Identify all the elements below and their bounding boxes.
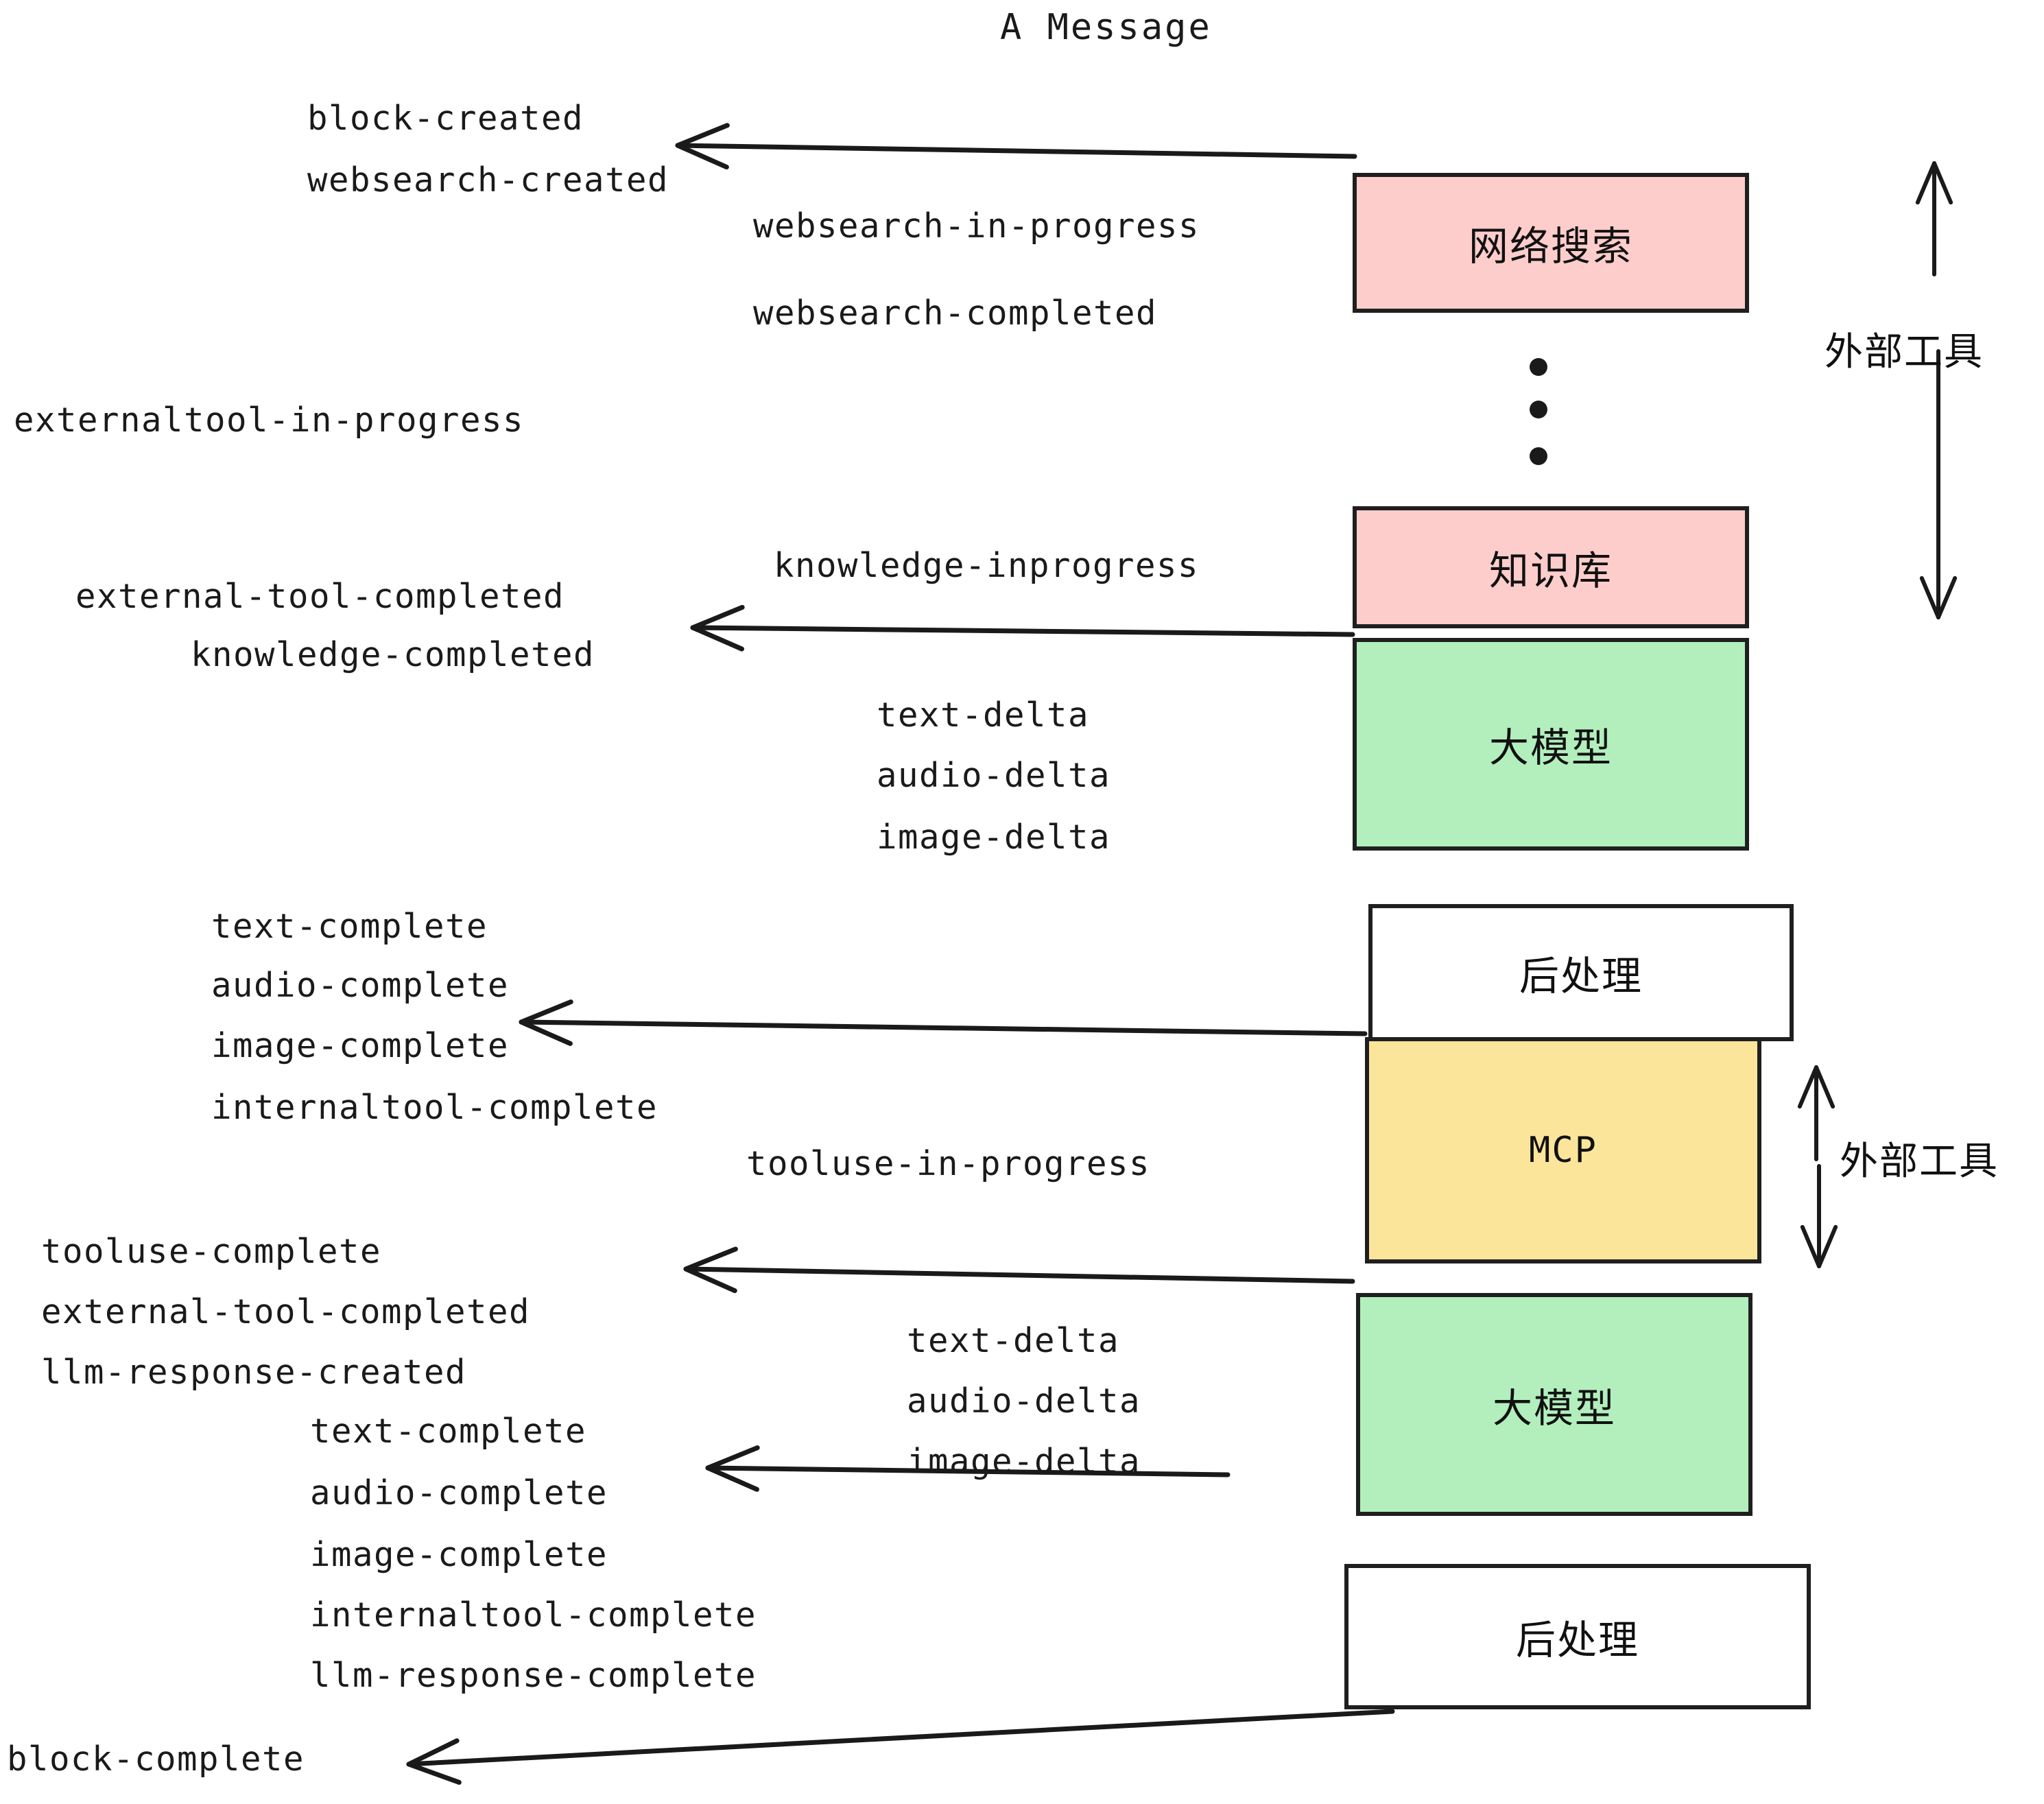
event-label-text-delta-1: text-delta: [877, 696, 1090, 735]
event-label-image-delta-1: image-delta: [877, 818, 1111, 857]
event-label-external-tool-completed-1: external-tool-completed: [75, 577, 565, 616]
group-label-external-tools-top: 外部工具: [1825, 330, 1984, 375]
external-tools-arrow-down-bottom-head: [1817, 1224, 1838, 1268]
event-label-external-tool-completed-2: external-tool-completed: [41, 1292, 531, 1331]
external-tools-arrow-down-top-head: [1936, 575, 1958, 619]
process-box-llm-top: 大模型: [1353, 638, 1749, 851]
process-box-post-top: 后处理: [1368, 904, 1794, 1041]
group-label-external-tools-bottom: 外部工具: [1840, 1139, 1999, 1184]
external-tools-arrow-down-bottom-head: [1800, 1224, 1821, 1268]
arrow-block-created-head: [675, 143, 729, 170]
page-title: A Message: [1000, 7, 1212, 48]
process-box-mcp: MCP: [1365, 1037, 1761, 1263]
event-label-image-complete-2: image-complete: [310, 1535, 608, 1574]
arrow-knowledge-done-head: [690, 625, 745, 652]
event-label-text-complete-1: text-complete: [211, 907, 488, 946]
event-label-llm-response-created: llm-response-created: [41, 1353, 467, 1392]
event-label-websearch-in-progress: websearch-in-progress: [753, 206, 1200, 246]
event-label-websearch-created: websearch-created: [307, 161, 669, 200]
external-tools-arrow-up-bottom-head: [1797, 1065, 1818, 1109]
event-label-knowledge-inprogress: knowledge-inprogress: [774, 546, 1200, 585]
arrow-block-complete-head: [406, 1738, 460, 1767]
arrow-block-created-line: [675, 143, 1357, 159]
arrow-block-complete-line: [406, 1709, 1395, 1767]
external-tools-arrow-up-bottom-head: [1814, 1065, 1835, 1109]
arrow-image-complete-head: [519, 1019, 573, 1046]
ellipsis-dot-1: [1530, 358, 1547, 376]
event-label-audio-complete-2: audio-complete: [310, 1473, 608, 1512]
event-label-knowledge-completed: knowledge-completed: [191, 635, 595, 674]
event-label-externaltool-in-progress: externaltool-in-progress: [14, 401, 525, 440]
event-label-image-delta-2: image-delta: [907, 1442, 1141, 1481]
event-label-websearch-completed: websearch-completed: [753, 294, 1158, 333]
arrow-image-complete-head: [519, 999, 573, 1025]
arrow-block-created-head: [675, 123, 730, 148]
event-label-text-complete-2: text-complete: [310, 1412, 587, 1451]
arrow-tooluse-complete-head: [683, 1266, 737, 1294]
external-tools-arrow-down-top-head: [1919, 575, 1940, 619]
arrow-knowledge-done-head: [690, 604, 745, 630]
event-label-audio-delta-1: audio-delta: [877, 756, 1111, 795]
process-box-websearch: 网络搜索: [1353, 173, 1749, 313]
event-label-text-delta-2: text-delta: [907, 1321, 1120, 1360]
arrow-tooluse-complete-line: [683, 1266, 1355, 1284]
event-label-audio-complete-1: audio-complete: [211, 966, 510, 1005]
event-label-block-complete: block-complete: [7, 1740, 305, 1779]
process-box-post-bottom: 后处理: [1344, 1564, 1811, 1709]
event-label-image-complete-1: image-complete: [211, 1026, 510, 1065]
ellipsis-dot-3: [1530, 447, 1547, 465]
event-label-audio-delta-2: audio-delta: [907, 1381, 1141, 1421]
arrow-block-complete-head: [406, 1761, 462, 1785]
external-tools-arrow-up-top-head: [1915, 161, 1936, 205]
event-label-tooluse-in-progress: tooluse-in-progress: [746, 1144, 1151, 1183]
event-label-llm-response-complete: llm-response-complete: [310, 1656, 757, 1695]
event-label-tooluse-complete: tooluse-complete: [41, 1232, 382, 1271]
arrow-tooluse-complete-head: [683, 1246, 738, 1272]
external-tools-arrow-up-top-head: [1932, 161, 1953, 205]
event-label-internaltool-complete-2: internaltool-complete: [310, 1595, 757, 1635]
process-box-knowledge: 知识库: [1353, 506, 1749, 628]
process-box-llm-bottom: 大模型: [1356, 1293, 1752, 1516]
arrow-audio-complete-head: [705, 1445, 760, 1471]
arrow-image-complete-line: [519, 1019, 1368, 1036]
arrow-audio-complete-head: [705, 1465, 759, 1492]
event-label-internaltool-complete-1: internaltool-complete: [211, 1088, 658, 1127]
ellipsis-dot-2: [1530, 401, 1547, 418]
arrow-knowledge-done-line: [690, 625, 1355, 637]
event-label-block-created: block-created: [307, 99, 584, 138]
